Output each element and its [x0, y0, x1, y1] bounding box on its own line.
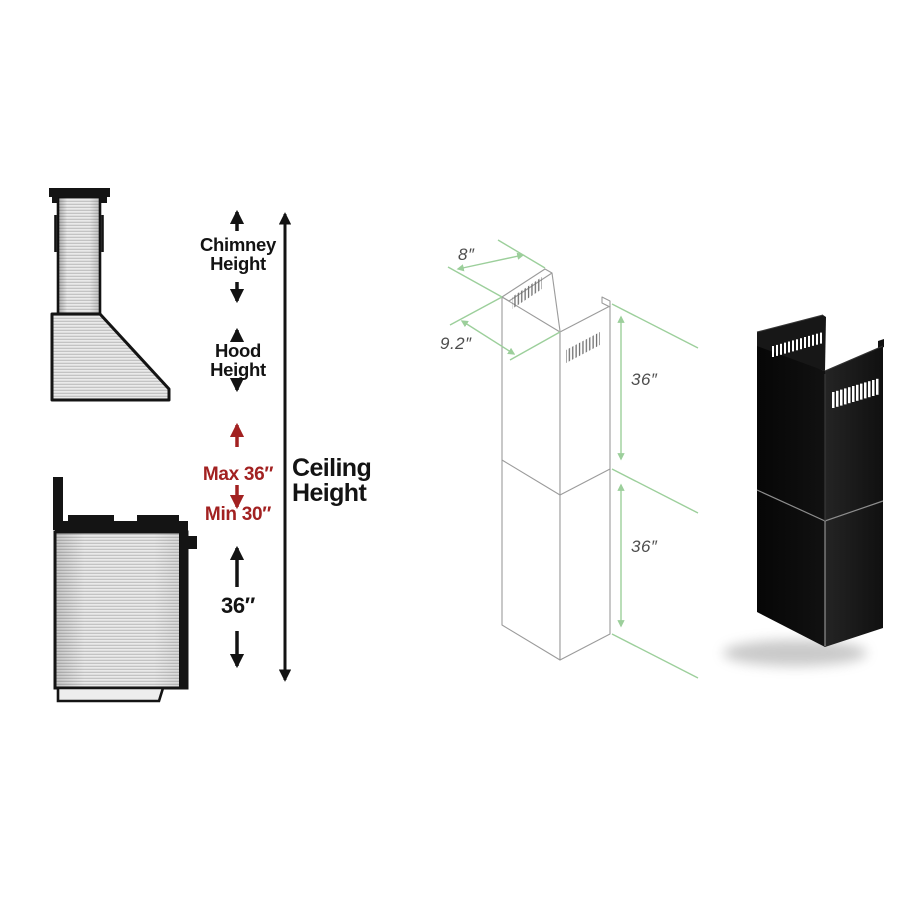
hood-side-view-drawing: [49, 188, 171, 402]
vent-slots-back: [772, 332, 822, 357]
max-min-distance-label: Max 36″ Min 30″: [184, 445, 292, 545]
lower-section-height-label: 36″: [631, 537, 658, 556]
range-to-hood-distance-label: 36″: [220, 593, 256, 618]
chimney-extension-isometric-drawing: [501, 268, 611, 661]
min-distance-label: Min 30″: [204, 504, 272, 525]
depth-dimension-label: 9.2″: [440, 334, 472, 353]
ceiling-height-label: Ceiling Height: [292, 454, 372, 507]
range-side-view-drawing: [53, 477, 197, 703]
chimney-height-label: Chimney Height: [199, 234, 277, 274]
upper-section-height-label: 36″: [631, 370, 658, 389]
hood-height-label: Hood Height: [210, 340, 266, 380]
dimension-arrows: [447, 239, 699, 679]
top-width-dimension-label: 8″: [458, 245, 475, 264]
black-chimney-extension-product-photo: [723, 314, 884, 666]
vent-slots-front: [832, 378, 879, 408]
max-distance-label: Max 36″: [202, 464, 274, 485]
